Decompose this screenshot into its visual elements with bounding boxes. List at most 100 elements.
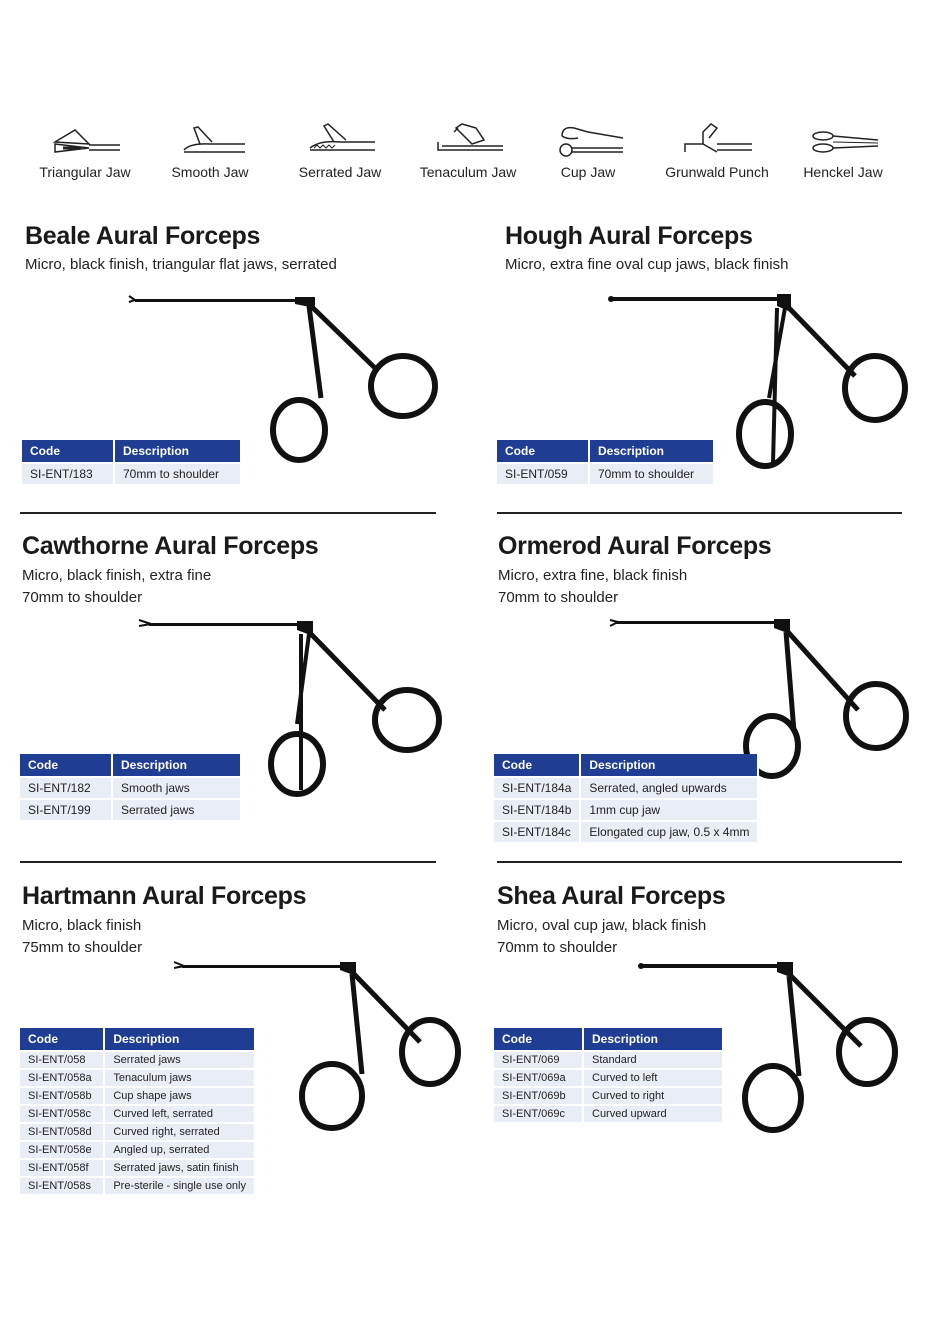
product-desc-line: Micro, extra fine, black finish bbox=[498, 567, 688, 584]
product-beale: Beale Aural Forceps Micro, black finish,… bbox=[22, 222, 445, 492]
grunwald-punch-icon bbox=[684, 123, 752, 153]
cell-code: SI-ENT/069a bbox=[494, 1068, 584, 1087]
product-title: Hartmann Aural Forceps bbox=[22, 882, 307, 910]
cell-code: SI-ENT/058d bbox=[20, 1122, 106, 1141]
cell-code: SI-ENT/069b bbox=[494, 1086, 584, 1105]
spec-table: Code Description SI-ENT/184a Serrated, a… bbox=[494, 754, 760, 842]
jaw-label: Triangular Jaw bbox=[39, 164, 131, 180]
jaw-type-serrated: Serrated Jaw bbox=[280, 118, 400, 180]
table-row: SI-ENT/184a Serrated, angled upwards bbox=[494, 776, 760, 799]
spec-table: Code Description SI-ENT/059 70mm to shou… bbox=[497, 440, 715, 484]
jaw-label: Tenaculum Jaw bbox=[419, 164, 517, 180]
jaw-type-smooth: Smooth Jaw bbox=[150, 118, 270, 180]
product-desc-line: 70mm to shoulder bbox=[497, 939, 618, 956]
jaw-label: Smooth Jaw bbox=[171, 164, 249, 180]
product-hartmann: Hartmann Aural Forceps Micro, black fini… bbox=[20, 882, 462, 1212]
col-header-code: Code bbox=[494, 754, 582, 777]
product-title: Beale Aural Forceps bbox=[25, 222, 261, 250]
col-header-description: Description bbox=[104, 1028, 256, 1051]
section-divider bbox=[20, 512, 436, 514]
jaw-type-tenaculum: Tenaculum Jaw bbox=[408, 118, 528, 180]
jaw-types-row: Triangular Jaw Smooth Jaw Serrated Jaw T… bbox=[20, 118, 925, 198]
henckel-jaw-icon bbox=[812, 131, 879, 153]
cell-code: SI-ENT/058b bbox=[20, 1086, 106, 1105]
product-title: Cawthorne Aural Forceps bbox=[22, 532, 319, 560]
forceps-illustration bbox=[128, 295, 438, 463]
cell-description: Serrated jaws bbox=[104, 1050, 256, 1069]
table-row: SI-ENT/199 Serrated jaws bbox=[20, 798, 242, 820]
cell-code: SI-ENT/058 bbox=[20, 1050, 106, 1069]
table-row: SI-ENT/182 Smooth jaws bbox=[20, 776, 242, 799]
cell-description: Serrated jaws bbox=[112, 798, 242, 820]
cell-description: Angled up, serrated bbox=[104, 1140, 256, 1159]
col-header-description: Description bbox=[114, 440, 242, 463]
table-row: SI-ENT/059 70mm to shoulder bbox=[497, 462, 715, 484]
smooth-jaw-icon bbox=[183, 126, 245, 153]
cell-description: Elongated cup jaw, 0.5 x 4mm bbox=[580, 820, 760, 842]
forceps-illustration bbox=[138, 619, 442, 797]
product-desc-line: 75mm to shoulder bbox=[22, 939, 143, 956]
jaw-label: Henckel Jaw bbox=[803, 164, 883, 180]
col-header-code: Code bbox=[494, 1028, 584, 1051]
cup-jaw-icon bbox=[559, 126, 624, 157]
product-cawthorne: Cawthorne Aural Forceps Micro, black fin… bbox=[20, 532, 442, 832]
product-desc-line: 70mm to shoulder bbox=[22, 589, 143, 606]
product-shea: Shea Aural Forceps Micro, oval cup jaw, … bbox=[494, 882, 917, 1212]
spec-table: Code Description SI-ENT/182 Smooth jaws … bbox=[20, 754, 242, 820]
cell-code: SI-ENT/184c bbox=[494, 820, 582, 842]
spec-table: Code Description SI-ENT/183 70mm to shou… bbox=[22, 440, 242, 484]
cell-code: SI-ENT/059 bbox=[497, 462, 590, 484]
product-desc-line: Micro, extra fine oval cup jaws, black f… bbox=[505, 256, 789, 273]
jaw-label: Serrated Jaw bbox=[298, 164, 382, 180]
cell-description: 70mm to shoulder bbox=[114, 462, 242, 484]
product-desc-line: Micro, oval cup jaw, black finish bbox=[497, 917, 707, 934]
col-header-description: Description bbox=[589, 440, 715, 463]
section-divider bbox=[497, 512, 902, 514]
cell-code: SI-ENT/184a bbox=[494, 776, 582, 799]
cell-description: 1mm cup jaw bbox=[580, 798, 760, 821]
forceps-illustration bbox=[173, 961, 461, 1131]
jaw-type-grunwald: Grunwald Punch bbox=[657, 118, 777, 180]
cell-code: SI-ENT/199 bbox=[20, 798, 113, 820]
forceps-illustration bbox=[608, 294, 908, 469]
product-ormerod: Ormerod Aural Forceps Micro, extra fine,… bbox=[494, 532, 918, 852]
cell-description: 70mm to shoulder bbox=[589, 462, 715, 484]
col-header-code: Code bbox=[497, 440, 590, 463]
cell-description: Curved right, serrated bbox=[104, 1122, 256, 1141]
col-header-code: Code bbox=[20, 1028, 106, 1051]
cell-description: Pre-sterile - single use only bbox=[104, 1176, 256, 1194]
jaw-label: Grunwald Punch bbox=[665, 164, 769, 180]
cell-code: SI-ENT/069 bbox=[494, 1050, 584, 1069]
cell-code: SI-ENT/058f bbox=[20, 1158, 106, 1177]
section-divider bbox=[20, 861, 436, 863]
col-header-code: Code bbox=[22, 440, 115, 463]
cell-code: SI-ENT/058e bbox=[20, 1140, 106, 1159]
product-hough: Hough Aural Forceps Micro, extra fine ov… bbox=[497, 222, 925, 492]
cell-code: SI-ENT/069c bbox=[494, 1104, 584, 1122]
jaw-type-cup: Cup Jaw bbox=[528, 118, 648, 180]
jaw-label: Cup Jaw bbox=[560, 164, 616, 180]
cell-description: Serrated jaws, satin finish bbox=[104, 1158, 256, 1177]
section-divider bbox=[497, 861, 902, 863]
jaw-type-henckel: Henckel Jaw bbox=[783, 118, 903, 180]
forceps-illustration bbox=[609, 619, 909, 779]
cell-code: SI-ENT/182 bbox=[20, 776, 113, 799]
col-header-code: Code bbox=[20, 754, 113, 777]
cell-description: Tenaculum jaws bbox=[104, 1068, 256, 1087]
cell-description: Curved to left bbox=[583, 1068, 724, 1087]
jaw-type-triangular: Triangular Jaw bbox=[25, 118, 145, 180]
col-header-description: Description bbox=[112, 754, 242, 777]
cell-code: SI-ENT/058c bbox=[20, 1104, 106, 1123]
